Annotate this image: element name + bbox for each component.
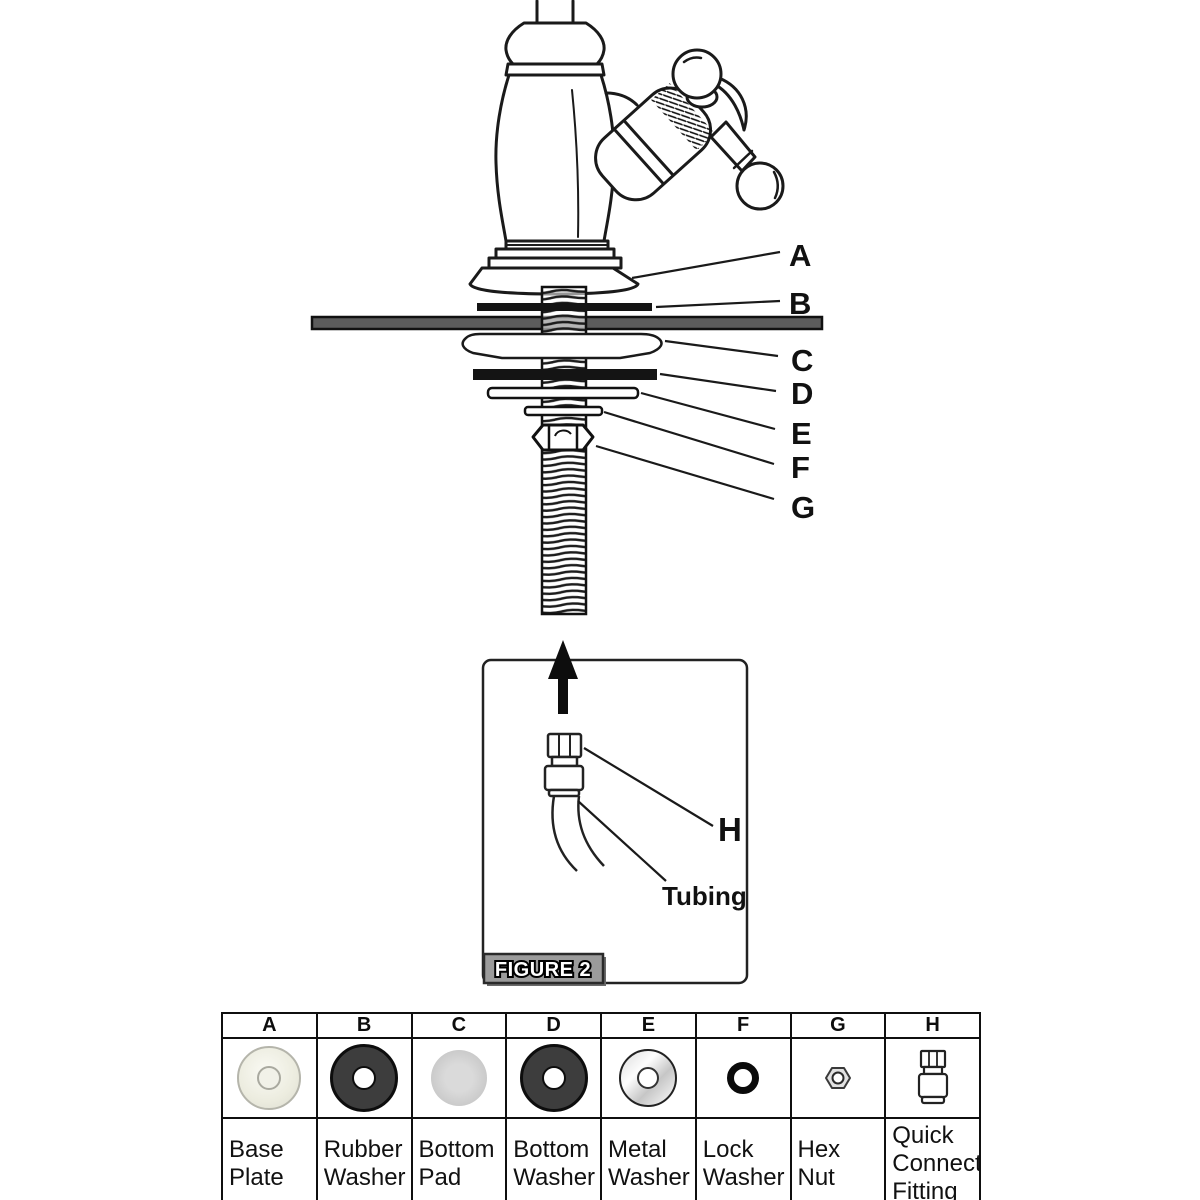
icon-cell [789,1037,887,1119]
name-cell: Lock Washer [694,1117,792,1200]
name-cell: Hex Nut [789,1117,887,1200]
icon-cell [315,1037,413,1119]
figure2-badge-text: FIGURE 2 [495,959,591,981]
lock-washer-icon [727,1062,760,1094]
knurled-collar [651,83,716,151]
leader-f [603,410,775,466]
letter-cell: B [315,1012,413,1039]
leader-c [664,339,779,358]
rubber-washer-b [477,303,652,311]
body-seam-line [571,89,580,238]
parts-name-row: Base Plate Rubber Washer Bottom Pad Bott… [221,1117,981,1200]
letter-cell: E [600,1012,697,1039]
icon-cell [600,1037,697,1119]
name-cell: Quick Connect Fitting [884,1117,981,1200]
faucet-illustration [468,0,785,296]
leader-a [631,250,781,280]
metal-washer-e [486,386,640,400]
letter-cell: C [410,1012,508,1039]
faucet-bulb [504,21,606,66]
parts-icon-row [221,1037,981,1119]
letter-cell: F [694,1012,792,1039]
callout-letter-h: H [718,811,742,848]
parts-letter-row: A B C D E F G H [221,1012,981,1039]
faucet-installation-diagram: A B C D E F G H Tubing FIGURE 2 [310,0,824,986]
up-arrow [548,640,578,714]
bottom-ball-highlight [772,170,779,200]
callout-letter-c: C [791,343,813,378]
rubber-washer-icon [330,1044,399,1112]
figure2-badge: FIGURE 2 [482,952,606,986]
callout-letter-g: G [791,490,815,525]
letter-cell: D [505,1012,602,1039]
handle-bottom-ball [735,161,785,211]
name-cell: Bottom Pad [410,1117,508,1200]
callout-letter-a: A [789,238,811,273]
lock-washer-f [523,405,604,417]
callout-leader-lines [595,250,781,501]
icon-cell [694,1037,792,1119]
lever-band-line [732,149,754,170]
icon-cell [505,1037,602,1119]
name-cell: Bottom Washer [505,1117,602,1200]
quick-connect-fitting-icon [917,1049,948,1105]
leader-h [583,747,714,827]
tubing-label: Tubing [662,881,747,911]
handle-lever [709,120,757,173]
body-handle-junction [604,91,639,107]
hex-nut-g [531,423,595,452]
base-plate-icon [237,1046,302,1110]
bottom-washer-icon [519,1044,588,1112]
icon-cell [884,1037,981,1119]
icon-cell [410,1037,508,1119]
parts-table: A B C D E F G H [221,1012,981,1200]
name-cell: Metal Washer [600,1117,697,1200]
spout-pipe [535,0,575,25]
hex-nut-icon [824,1067,851,1089]
callout-letter-d: D [791,376,813,411]
bottom-pad-icon [430,1050,487,1106]
callout-letter-e: E [791,416,812,451]
quick-connect-fitting-drawing [543,732,585,798]
top-ball-highlight [682,56,703,64]
leader-e [640,391,776,431]
callout-letter-b: B [789,286,811,321]
icon-cell [221,1037,318,1119]
leader-b [655,299,781,309]
leader-d [659,372,777,393]
callout-letter-f: F [791,450,810,485]
letter-cell: G [789,1012,887,1039]
letter-cell: A [221,1012,318,1039]
letter-cell: H [884,1012,981,1039]
bottom-washer-d [473,369,657,380]
name-cell: Rubber Washer [315,1117,413,1200]
faucet-neck-ring [504,62,606,77]
bottom-pad-c [461,332,663,360]
leader-tubing [577,800,667,882]
metal-washer-icon [619,1049,678,1107]
leader-g [595,444,775,501]
name-cell: Base Plate [221,1117,318,1200]
